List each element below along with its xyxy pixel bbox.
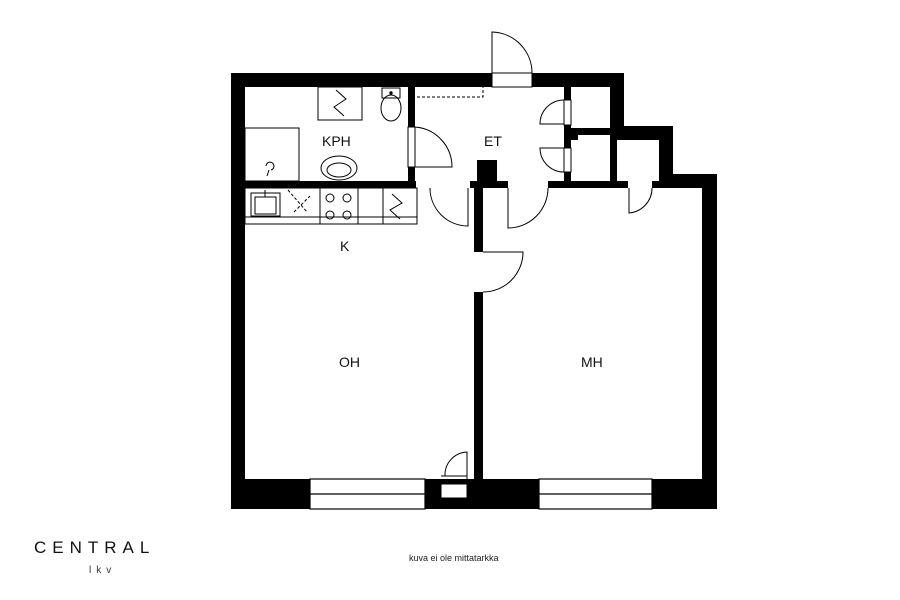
windows <box>309 478 653 510</box>
balcony-door <box>440 451 468 499</box>
exterior-walls <box>231 73 717 509</box>
kitchen-counter <box>244 187 418 225</box>
brand-logo: CENTRAL <box>34 538 156 557</box>
brand-sub: lkv <box>89 565 117 576</box>
doors <box>407 31 653 293</box>
room-label-oh: OH <box>339 354 360 370</box>
room-label-et: ET <box>484 133 502 149</box>
room-label-kph: KPH <box>322 133 351 149</box>
room-label-mh: MH <box>581 354 603 370</box>
room-label-k: K <box>340 238 350 254</box>
bathroom-fixtures <box>244 86 484 182</box>
interior-walls <box>245 87 702 479</box>
scale-note: kuva ei ole mittatarkka <box>409 553 499 563</box>
